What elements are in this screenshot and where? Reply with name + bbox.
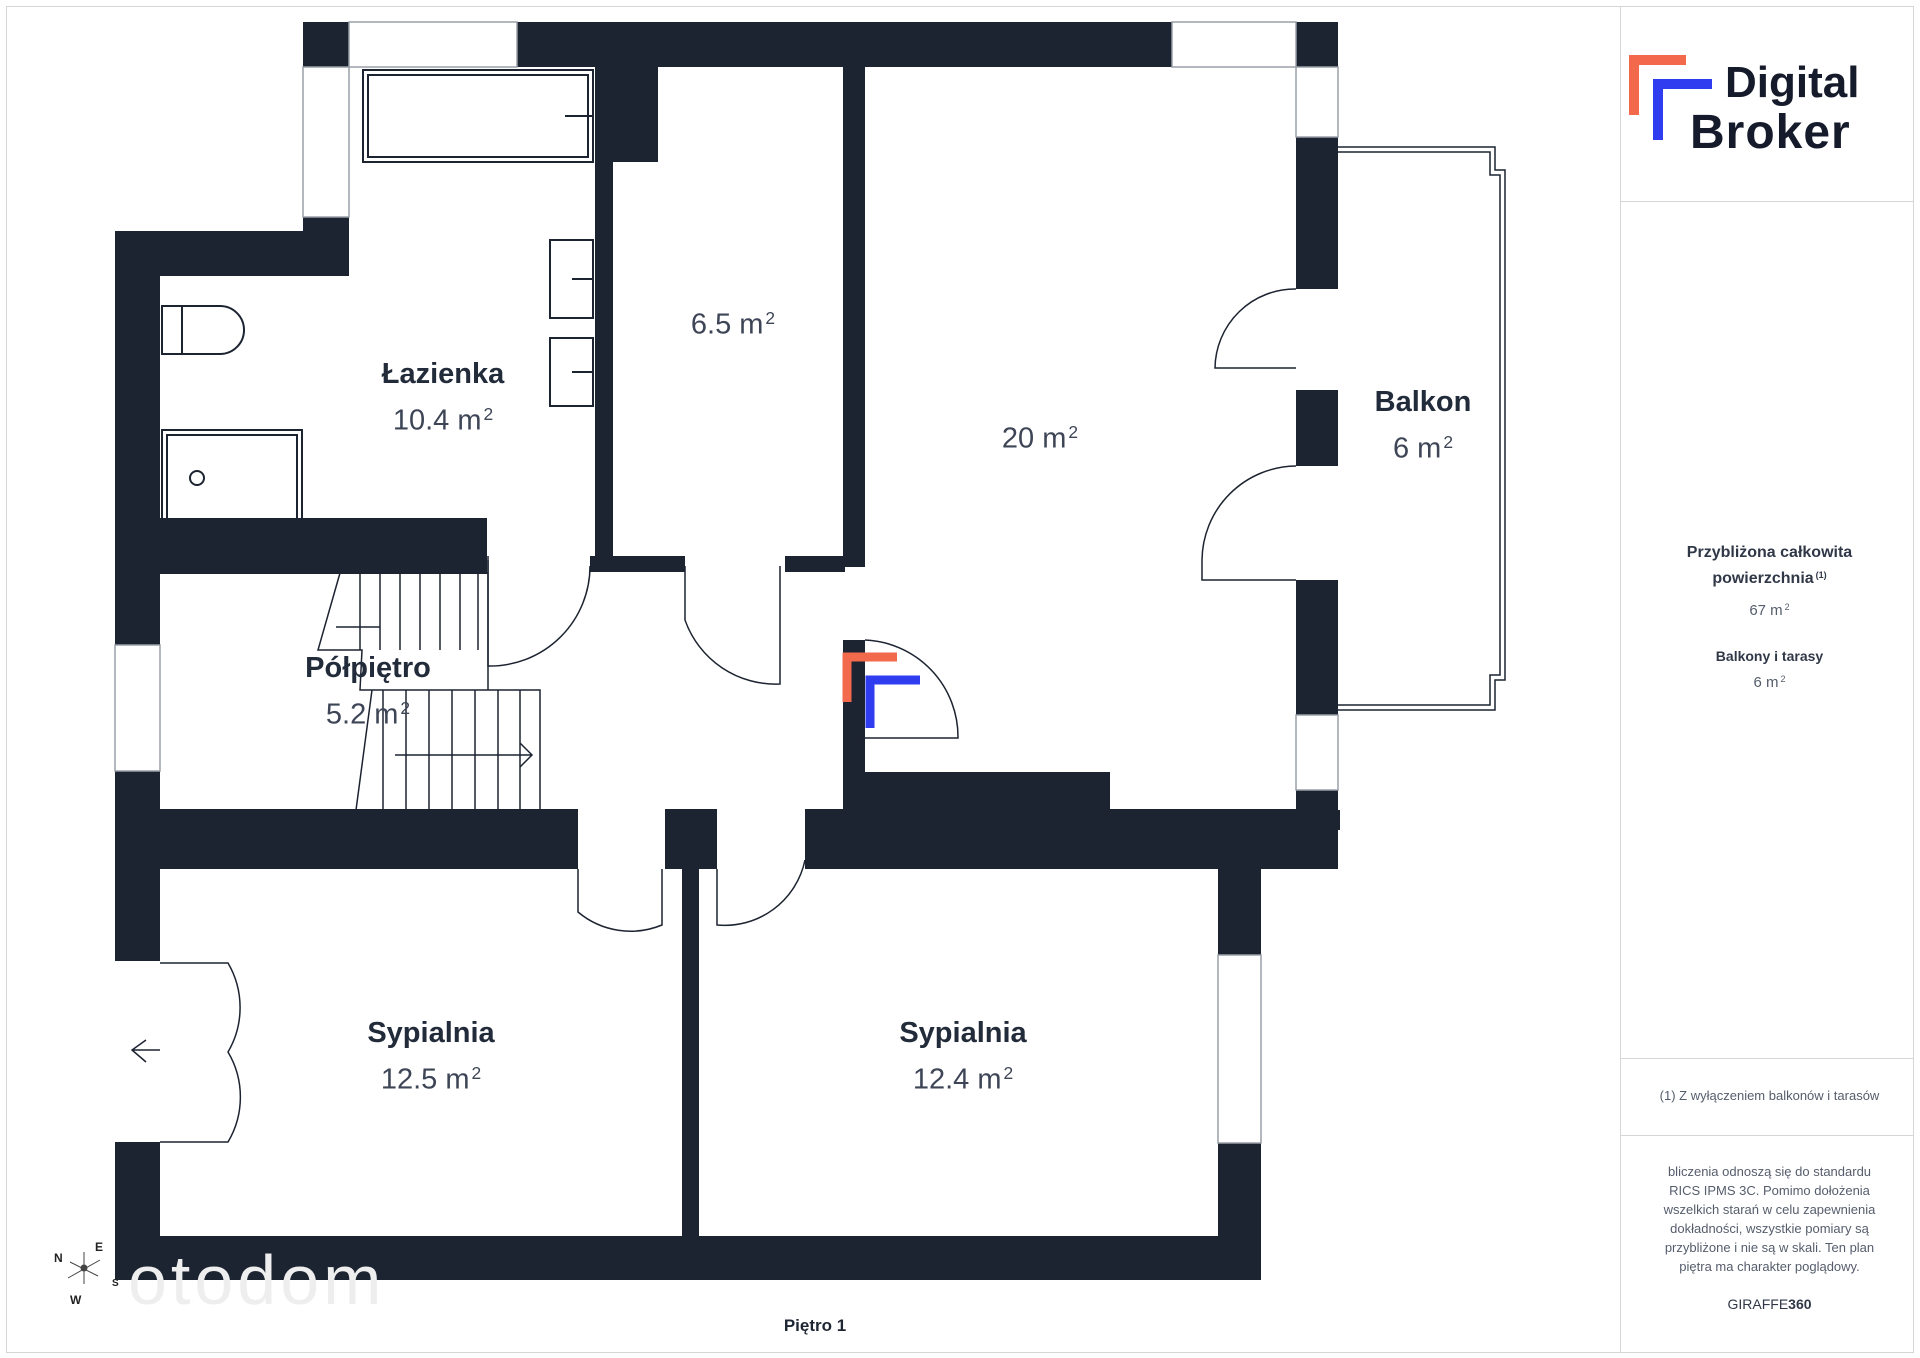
wall-corridor-bottom-left (590, 556, 685, 572)
sidebar-separator-mid (1620, 1058, 1913, 1059)
room-name: Balkon (1374, 386, 1472, 418)
top-logo-mark (1629, 55, 1712, 140)
floor-name: Piętro 1 (783, 1316, 847, 1335)
room-name: Łazienka (381, 358, 505, 390)
window-right-lower (1295, 714, 1339, 791)
summary-balcony-title: Balkony i tarasy (1715, 648, 1824, 664)
window-top-left (348, 21, 518, 68)
wall-living-fill (1110, 810, 1340, 830)
wall-mid-h-left (115, 809, 578, 869)
compass-w: W (70, 1293, 82, 1307)
brand-giraffe360: GIRAFFE360 (1727, 1296, 1812, 1312)
stairs (317, 560, 541, 811)
wall-bath-bottom (115, 518, 487, 574)
footnote: (1) Z wyłączeniem balkonów i tarasów (1659, 1088, 1880, 1103)
center-logo-mark (842, 652, 920, 728)
door-gap-left (115, 961, 160, 1142)
sidebar-separator-top (1620, 201, 1913, 202)
wall-living-bottom (865, 772, 1110, 822)
walls (115, 22, 1340, 1280)
outer-frame-left (6, 6, 7, 1353)
wall-right-upper (1296, 22, 1338, 289)
compass-e: E (95, 1240, 104, 1254)
toilet-bowl (182, 305, 245, 355)
room-name: Sypialnia (367, 1017, 495, 1049)
wall-bedroom-divider (682, 869, 699, 1236)
logo-line1: Digital (1725, 58, 1860, 107)
outer-frame-right (1913, 6, 1914, 1353)
logo-line2: Broker (1690, 106, 1851, 159)
wall-corridor-bottom-right (785, 556, 845, 572)
outer-frame-top (6, 6, 1914, 7)
sidebar-divider (1620, 6, 1621, 1353)
disclaimer: bliczenia odnoszą się do standardu RICS … (1663, 1164, 1876, 1274)
wall-bottom (115, 1236, 1261, 1280)
outer-frame-bottom (6, 1352, 1914, 1353)
bathtub-top (362, 69, 594, 163)
fixtures (130, 69, 1506, 1143)
door-gap-right-upper (1296, 289, 1338, 390)
toilet-tank (161, 305, 183, 355)
sidebar-separator-low (1620, 1135, 1913, 1136)
window-bath-left (302, 66, 350, 218)
wall-mid-h-center (665, 809, 717, 869)
summary-total: Przybliżona całkowita powierzchnia(1) 67… (1622, 541, 1917, 619)
watermark: otodom (128, 1241, 386, 1319)
room-name: Półpiętro (305, 652, 431, 684)
shower-drain (189, 470, 205, 486)
wall-corridor-right (843, 67, 865, 567)
window-right-upper (1295, 66, 1339, 138)
wall-right-middle (1296, 390, 1338, 466)
room-name: Sypialnia (899, 1017, 1027, 1049)
wall-bath-corridor-right (595, 67, 613, 567)
bathtub-top-inner (367, 74, 589, 158)
shower (161, 429, 303, 527)
compass-n: N (54, 1251, 63, 1265)
windows (114, 21, 1339, 1144)
compass-s: S (112, 1278, 119, 1289)
shower-inner (166, 434, 298, 522)
doors (130, 288, 1297, 1143)
window-left (114, 644, 161, 772)
balcony-outline (1338, 146, 1506, 711)
window-top-right (1171, 21, 1297, 68)
window-bedroom-right (1217, 954, 1262, 1144)
compass-rose (67, 1252, 101, 1284)
summary-total-title: Przybliżona całkowita powierzchnia(1) (1686, 544, 1853, 587)
door-gap-right-middle (1296, 466, 1338, 580)
wall-bath-corridor-top (613, 67, 658, 162)
